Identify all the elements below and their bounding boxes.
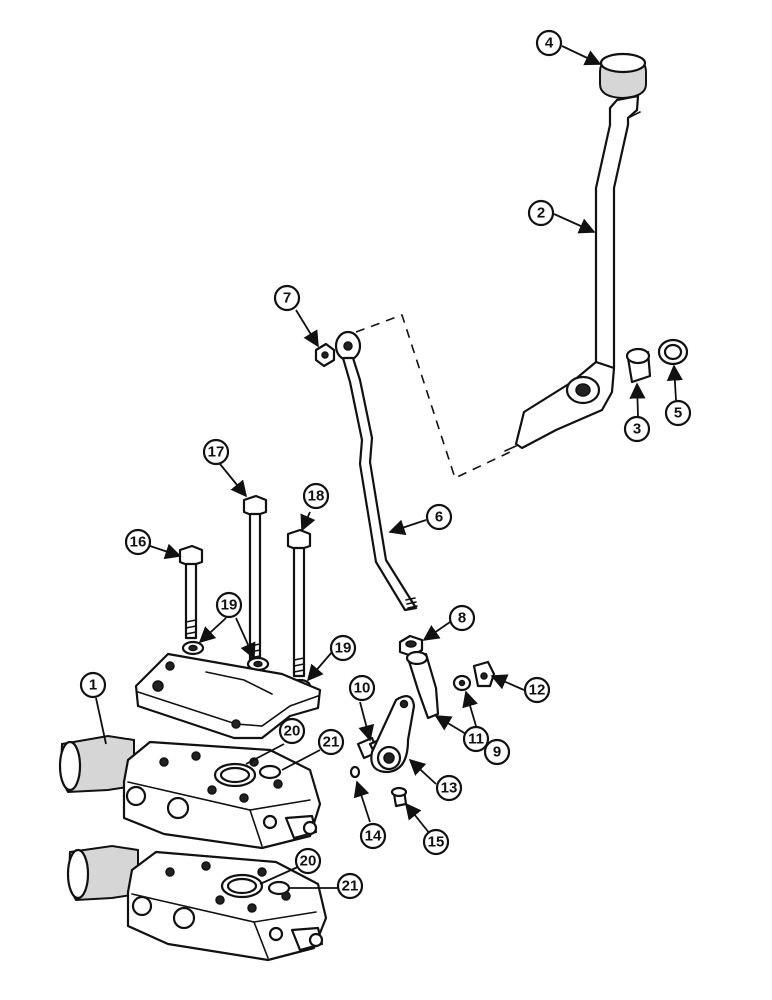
valve-section-upper <box>58 734 322 850</box>
bell-crank <box>370 695 416 774</box>
clip-12 <box>472 660 496 688</box>
svg-text:6: 6 <box>435 509 443 526</box>
o-ring-20-upper <box>213 762 257 788</box>
svg-text:10: 10 <box>354 680 371 697</box>
svg-text:9: 9 <box>493 744 501 761</box>
callout-21-b: 21 <box>336 872 364 900</box>
bushing <box>625 347 652 384</box>
callout-9: 9 <box>483 738 511 766</box>
callout-1: 1 <box>79 671 107 699</box>
svg-text:18: 18 <box>308 488 325 505</box>
svg-text:17: 17 <box>208 444 225 461</box>
o-ring-21-upper <box>258 764 282 780</box>
callout-13: 13 <box>435 774 463 802</box>
callout-18: 18 <box>302 482 330 510</box>
control-rod <box>334 330 418 612</box>
valve-section-lower <box>66 844 328 962</box>
o-ring-20-lower <box>220 873 264 899</box>
callout-15: 15 <box>422 828 450 856</box>
svg-text:15: 15 <box>428 834 445 851</box>
callout-5: 5 <box>664 399 692 427</box>
svg-text:7: 7 <box>283 290 291 307</box>
nut-11 <box>452 674 472 692</box>
svg-text:3: 3 <box>633 421 641 438</box>
callout-16: 16 <box>124 528 152 556</box>
svg-text:21: 21 <box>323 734 340 751</box>
cover-plate <box>134 652 322 740</box>
leader-lines <box>95 45 683 889</box>
callout-3: 3 <box>623 415 651 443</box>
svg-text:20: 20 <box>300 853 317 870</box>
callout-19-a: 19 <box>215 591 243 619</box>
control-lever <box>504 94 641 452</box>
callout-2: 2 <box>527 199 555 227</box>
screw-15 <box>390 786 408 808</box>
svg-text:16: 16 <box>130 534 147 551</box>
svg-text:14: 14 <box>365 828 382 845</box>
pin-14 <box>349 765 361 779</box>
svg-text:11: 11 <box>468 731 484 748</box>
callout-12: 12 <box>523 676 551 704</box>
callout-14: 14 <box>359 822 387 850</box>
callout-6: 6 <box>425 503 453 531</box>
callout-21-a: 21 <box>317 728 345 756</box>
callout-20-b: 20 <box>294 847 322 875</box>
callouts: 4 2 3 5 7 6 8 9 10 11 12 13 14 15 16 17 … <box>79 29 692 900</box>
linkage-dashed-line <box>355 313 511 480</box>
svg-text:2: 2 <box>537 205 545 222</box>
knob <box>599 52 647 100</box>
svg-text:20: 20 <box>284 723 301 740</box>
washer-5 <box>657 338 689 366</box>
svg-text:13: 13 <box>441 780 458 797</box>
svg-text:8: 8 <box>458 610 466 627</box>
callout-20-a: 20 <box>278 717 306 745</box>
callout-8: 8 <box>448 604 476 632</box>
callout-10: 10 <box>348 674 376 702</box>
callout-11: 11 <box>462 725 490 753</box>
bolt-18 <box>286 528 312 678</box>
nut-7 <box>314 342 336 368</box>
svg-text:12: 12 <box>529 682 546 699</box>
bolt-16 <box>178 544 204 640</box>
o-ring-21-lower <box>267 880 291 896</box>
callout-4: 4 <box>535 29 563 57</box>
svg-text:4: 4 <box>545 35 554 52</box>
link-9 <box>405 650 440 720</box>
bolt-17 <box>242 494 268 664</box>
svg-text:21: 21 <box>342 878 359 895</box>
callout-7: 7 <box>273 284 301 312</box>
svg-text:1: 1 <box>89 677 97 694</box>
callout-17: 17 <box>202 438 230 466</box>
callout-19-b: 19 <box>329 634 357 662</box>
svg-text:5: 5 <box>674 405 682 422</box>
svg-text:19: 19 <box>221 597 238 614</box>
svg-text:19: 19 <box>335 640 352 657</box>
